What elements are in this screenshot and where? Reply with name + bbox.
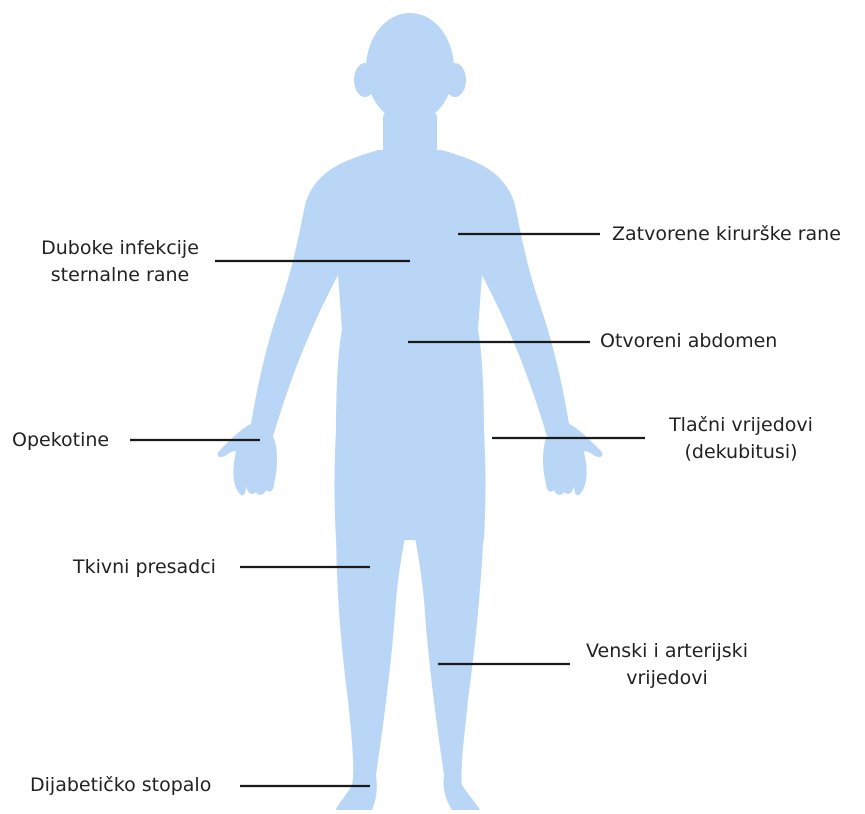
label-pressure-ulcers-line1: Tlačni vrijedovi bbox=[647, 412, 835, 439]
label-tissue-grafts: Tkivni presadci bbox=[73, 554, 216, 581]
label-venous-arterial-line2: vrijedovi bbox=[567, 665, 767, 692]
label-deep-sternal-line1: Duboke infekcije bbox=[20, 235, 220, 262]
label-pressure-ulcers-line2: (dekubitusi) bbox=[647, 439, 835, 466]
label-venous-arterial-ulcers: Venski i arterijski vrijedovi bbox=[567, 638, 767, 692]
human-silhouette bbox=[218, 13, 603, 810]
label-deep-sternal-infections: Duboke infekcije sternalne rane bbox=[20, 235, 220, 289]
label-diabetic-foot: Dijabetičko stopalo bbox=[30, 772, 211, 799]
label-venous-arterial-line1: Venski i arterijski bbox=[567, 638, 767, 665]
label-burns: Opekotine bbox=[12, 427, 109, 454]
label-pressure-ulcers: Tlačni vrijedovi (dekubitusi) bbox=[647, 412, 835, 466]
label-open-abdomen: Otvoreni abdomen bbox=[600, 328, 777, 355]
label-deep-sternal-line2: sternalne rane bbox=[20, 262, 220, 289]
label-closed-surgical-wounds: Zatvorene kirurške rane bbox=[612, 221, 841, 248]
